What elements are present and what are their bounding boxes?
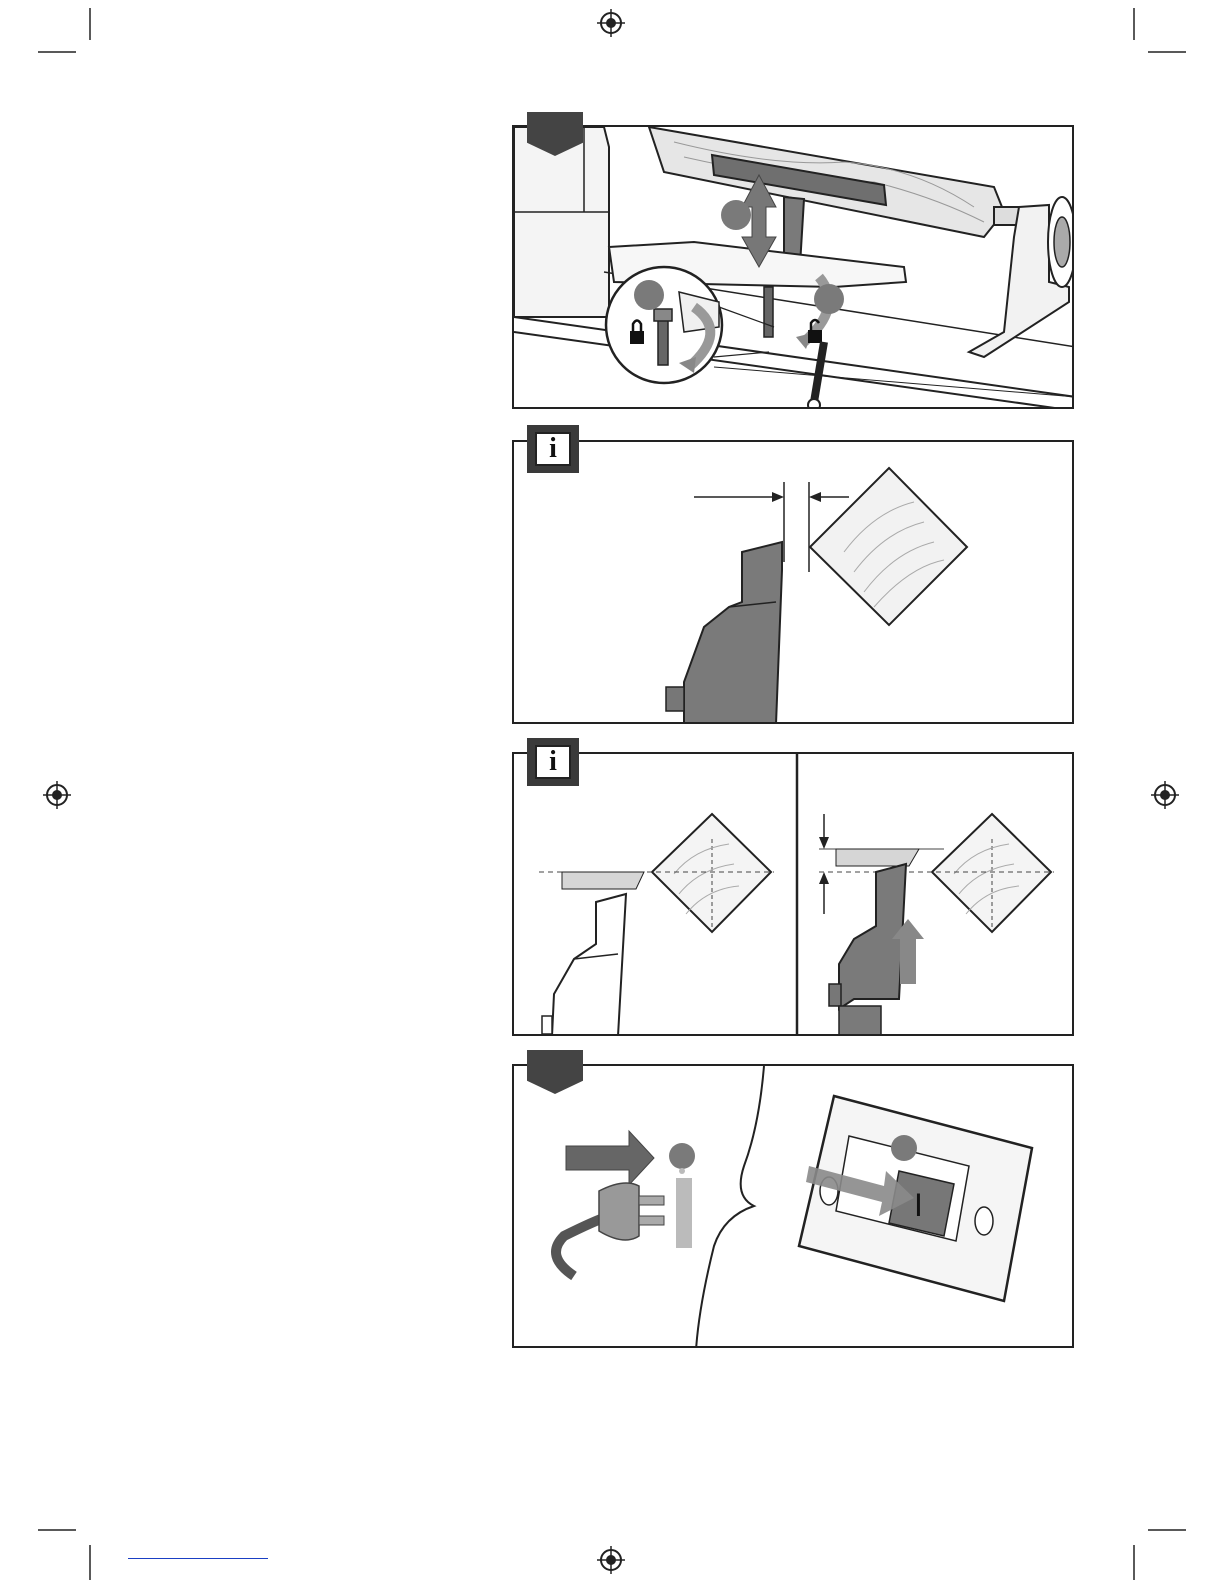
registration-mark-icon — [42, 780, 72, 810]
panel-tool-rest-adjust — [512, 125, 1074, 409]
registration-mark-icon — [596, 1545, 626, 1575]
power-switch-icon[interactable]: I — [799, 1096, 1032, 1301]
arrow-icon — [566, 1131, 654, 1185]
panel-power-on: I — [512, 1064, 1074, 1348]
callout-marker — [814, 284, 844, 314]
plug-icon — [556, 1183, 664, 1276]
callout-marker — [669, 1143, 695, 1169]
rest-height-illustration — [514, 754, 1074, 1036]
panel-rest-height — [512, 752, 1074, 1036]
switch-label: I — [914, 1187, 923, 1223]
info-icon: i — [527, 738, 579, 786]
callout-marker — [891, 1135, 917, 1161]
callout-marker — [721, 200, 751, 230]
footer-link-underline[interactable] — [128, 1557, 268, 1559]
info-icon: i — [527, 425, 579, 473]
power-on-illustration: I — [514, 1066, 1074, 1348]
registration-mark-icon — [596, 8, 626, 38]
panel-rest-distance — [512, 440, 1074, 724]
rest-distance-illustration — [514, 442, 1074, 724]
callout-marker — [634, 280, 664, 310]
info-label: i — [535, 432, 571, 466]
tool-rest-illustration — [514, 127, 1074, 409]
registration-mark-icon — [1150, 780, 1180, 810]
info-label: i — [535, 745, 571, 779]
